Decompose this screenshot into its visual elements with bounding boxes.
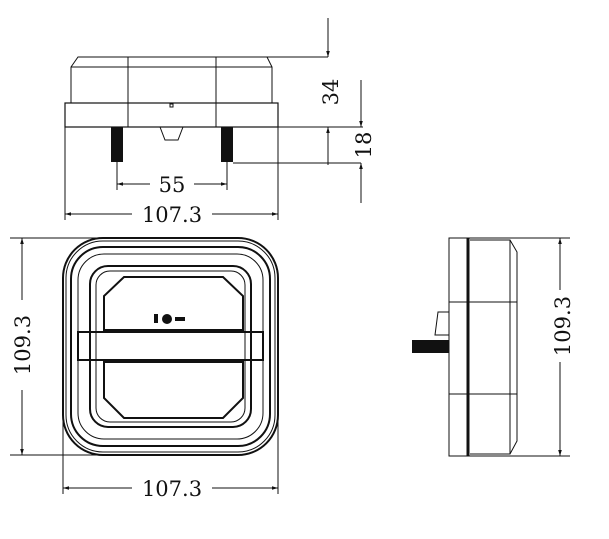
dim-width-top: 107.3 [142,203,202,227]
top-view: 34 18 55 107.3 [64,18,376,227]
stud-left [111,127,123,162]
side-view: 109.3 [412,237,575,457]
dim-height-side: 109.3 [551,296,575,356]
dim-stud-spacing: 55 [159,173,186,197]
front-view: 109.3 107.3 [10,237,279,501]
dim-height-front: 109.3 [11,315,35,375]
dim-height-total: 34 [319,79,343,106]
dim-stud-length: 18 [352,132,376,159]
side-stud [412,340,449,353]
stud-right [221,127,233,162]
certification-mark-icon [162,314,172,324]
dim-width-front: 107.3 [142,477,202,501]
